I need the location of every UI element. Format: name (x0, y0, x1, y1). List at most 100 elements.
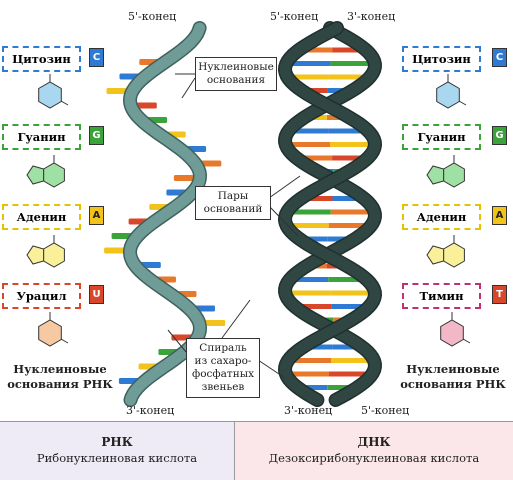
left-caption-line-2: основания РНК (7, 377, 113, 391)
callout-pairs-line-1: Пары (217, 190, 249, 202)
callout-base-pairs: Пары оснований (195, 186, 271, 220)
right-guanine-molecule (443, 162, 465, 188)
dna-base-half (287, 209, 331, 215)
right-cytosine-letter: C (492, 48, 507, 67)
left-adenine-molecule-ring (26, 245, 45, 265)
dna-base-half (294, 304, 332, 309)
left-uracil-molecule-bond (60, 338, 69, 344)
rna-bottom-end-label: 3'-конец (126, 404, 175, 417)
dna-base-half (330, 61, 375, 66)
left-adenine-label: Аденин (2, 204, 81, 230)
dna-strand-b (279, 22, 381, 406)
dna-base-half (327, 236, 355, 242)
right-caption-line-1: Нуклеиновые (406, 362, 500, 376)
callout-leader (167, 329, 187, 353)
callout-backbone-line-1: Спираль (199, 342, 247, 354)
dna-base-half (330, 290, 375, 296)
rna-top-end-label: 5'-конец (128, 10, 177, 23)
sugar-phosphate-backbones (122, 21, 383, 407)
dna-base-half (297, 385, 328, 390)
dna-base-half (301, 196, 333, 201)
right-caption-line-2: основания РНК (400, 377, 506, 391)
dna-base-half (298, 47, 333, 53)
left-adenine-letter: A (89, 206, 104, 225)
right-adenine-letter: A (492, 206, 507, 225)
dna-base-half (288, 128, 329, 134)
left-uracil-molecule (38, 319, 62, 347)
dna-base-half (328, 277, 367, 282)
dna-panel-subtitle: Дезоксирибонуклеиновая кислота (268, 451, 480, 465)
dna-base-half (328, 128, 369, 134)
dna-base-half (328, 74, 370, 80)
dna-base-half (285, 142, 331, 147)
dna-base-half (296, 155, 333, 161)
callout-pairs-line-2: оснований (203, 203, 263, 215)
dna-base-half (285, 371, 329, 377)
dna-base-half (332, 47, 366, 53)
dna-base-half (330, 142, 375, 147)
callout-leader (181, 77, 196, 99)
dna-top-right-end-label: 3'-конец (347, 10, 396, 23)
left-uracil-letter: U (89, 285, 104, 304)
right-cytosine-molecule-bond (458, 100, 467, 106)
dna-base-half (332, 304, 370, 309)
left-guanine-molecule-ring (26, 165, 45, 185)
right-adenine-molecule (443, 242, 465, 268)
right-cytosine-molecule (436, 81, 460, 109)
callout-nucleobases-line-1: Нуклеиновые (198, 61, 274, 73)
callout-leader (257, 359, 286, 379)
left-caption-line-1: Нуклеиновые (13, 362, 107, 376)
dna-base-half (332, 155, 368, 161)
rna-panel-title: РНК (101, 435, 133, 449)
callout-backbone: Спираль из сахаро- фосфатных звеньев (186, 338, 260, 398)
callout-backbone-line-4: звеньев (201, 381, 245, 393)
right-cytosine-label: Цитозин (402, 46, 481, 72)
dna-base-half (299, 236, 328, 242)
left-adenine-molecule (43, 242, 65, 268)
left-cytosine-molecule-bond (60, 100, 69, 106)
right-adenine-label: Аденин (402, 204, 481, 230)
callout-backbone-line-3: фосфатных (192, 368, 254, 380)
callout-nucleobases-line-2: основания (206, 74, 266, 86)
dna-base-half (327, 385, 358, 390)
dna-panel-title: ДНК (357, 435, 391, 449)
rna-panel-subtitle: Рибонуклеиновая кислота (36, 451, 198, 465)
callout-backbone-line-2: из сахаро- (194, 355, 252, 367)
dna-base-half (332, 196, 365, 201)
dna-base-half (331, 358, 374, 363)
left-cytosine-letter: C (89, 48, 104, 67)
dna-base-half (287, 74, 329, 80)
rna-panel: РНК Рибонуклеиновая кислота (0, 421, 235, 480)
dna-base-half (286, 223, 329, 228)
right-thymine-molecule (440, 319, 464, 347)
dna-base-half (330, 209, 375, 215)
dna-base-half (289, 277, 329, 282)
dna-bottom-right-end-label: 5'-конец (361, 404, 410, 417)
right-thymine-letter: T (492, 285, 507, 304)
left-guanine-letter: G (89, 126, 104, 145)
left-cytosine-molecule (38, 81, 62, 109)
right-guanine-label: Гуанин (402, 124, 481, 150)
right-adenine-molecule-ring (426, 245, 445, 265)
left-uracil-label: Урацил (2, 283, 81, 309)
base-molecule-structures (26, 74, 471, 347)
dna-base-half (303, 344, 333, 350)
callout-nucleobases: Нуклеиновые основания (195, 57, 277, 91)
callout-leader (268, 175, 301, 199)
dna-base-half (328, 223, 372, 228)
left-guanine-label: Гуанин (2, 124, 81, 150)
callout-leader (221, 299, 251, 339)
dna-base-half (329, 371, 373, 377)
left-bases-caption: Нуклеиновые основания РНК (4, 362, 116, 392)
right-thymine-label: Тимин (402, 283, 481, 309)
callout-leader (268, 205, 299, 237)
callout-leader-lines (167, 73, 301, 379)
right-thymine-molecule-bond (462, 338, 471, 344)
dna-base-half (286, 61, 331, 66)
dna-base-half (332, 344, 363, 350)
dna-bottom-left-end-label: 3'-конец (284, 404, 333, 417)
dna-top-left-end-label: 5'-конец (270, 10, 319, 23)
left-guanine-molecule (43, 162, 65, 188)
